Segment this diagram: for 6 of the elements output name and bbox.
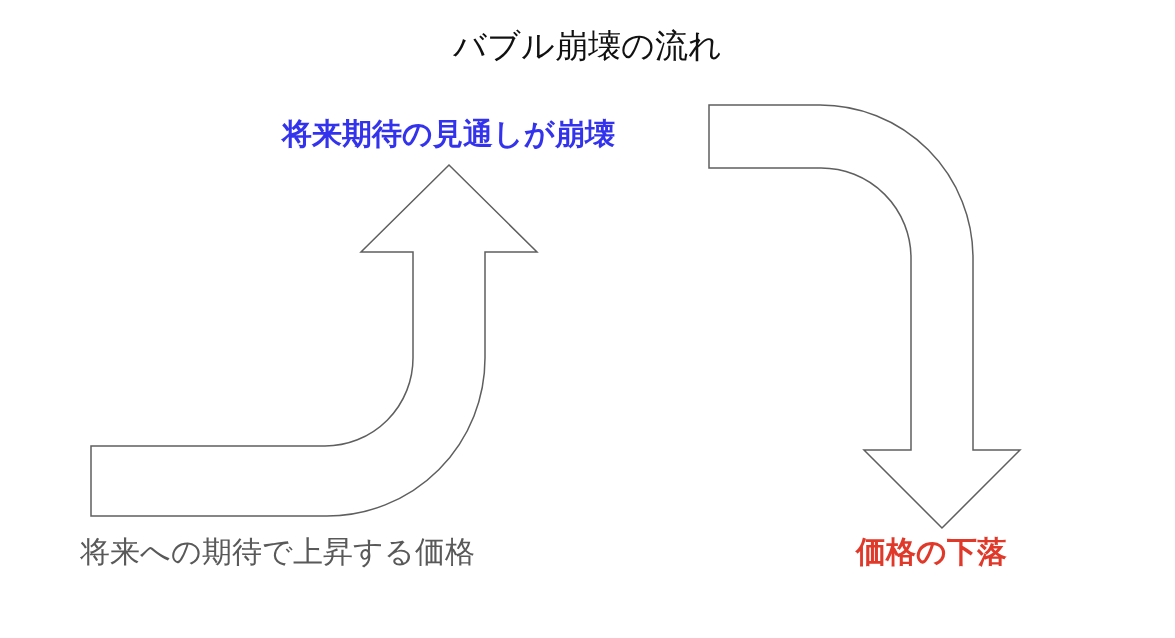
text-label: 将来期待の見通しが崩壊 xyxy=(282,116,615,152)
text-label: 将来への期待で上昇する価格 xyxy=(80,534,475,570)
text-label: 価格の下落 xyxy=(856,534,1007,570)
block-arrow xyxy=(708,104,1021,529)
title: バブル崩壊の流れ xyxy=(452,26,723,66)
block-arrow xyxy=(90,164,538,517)
